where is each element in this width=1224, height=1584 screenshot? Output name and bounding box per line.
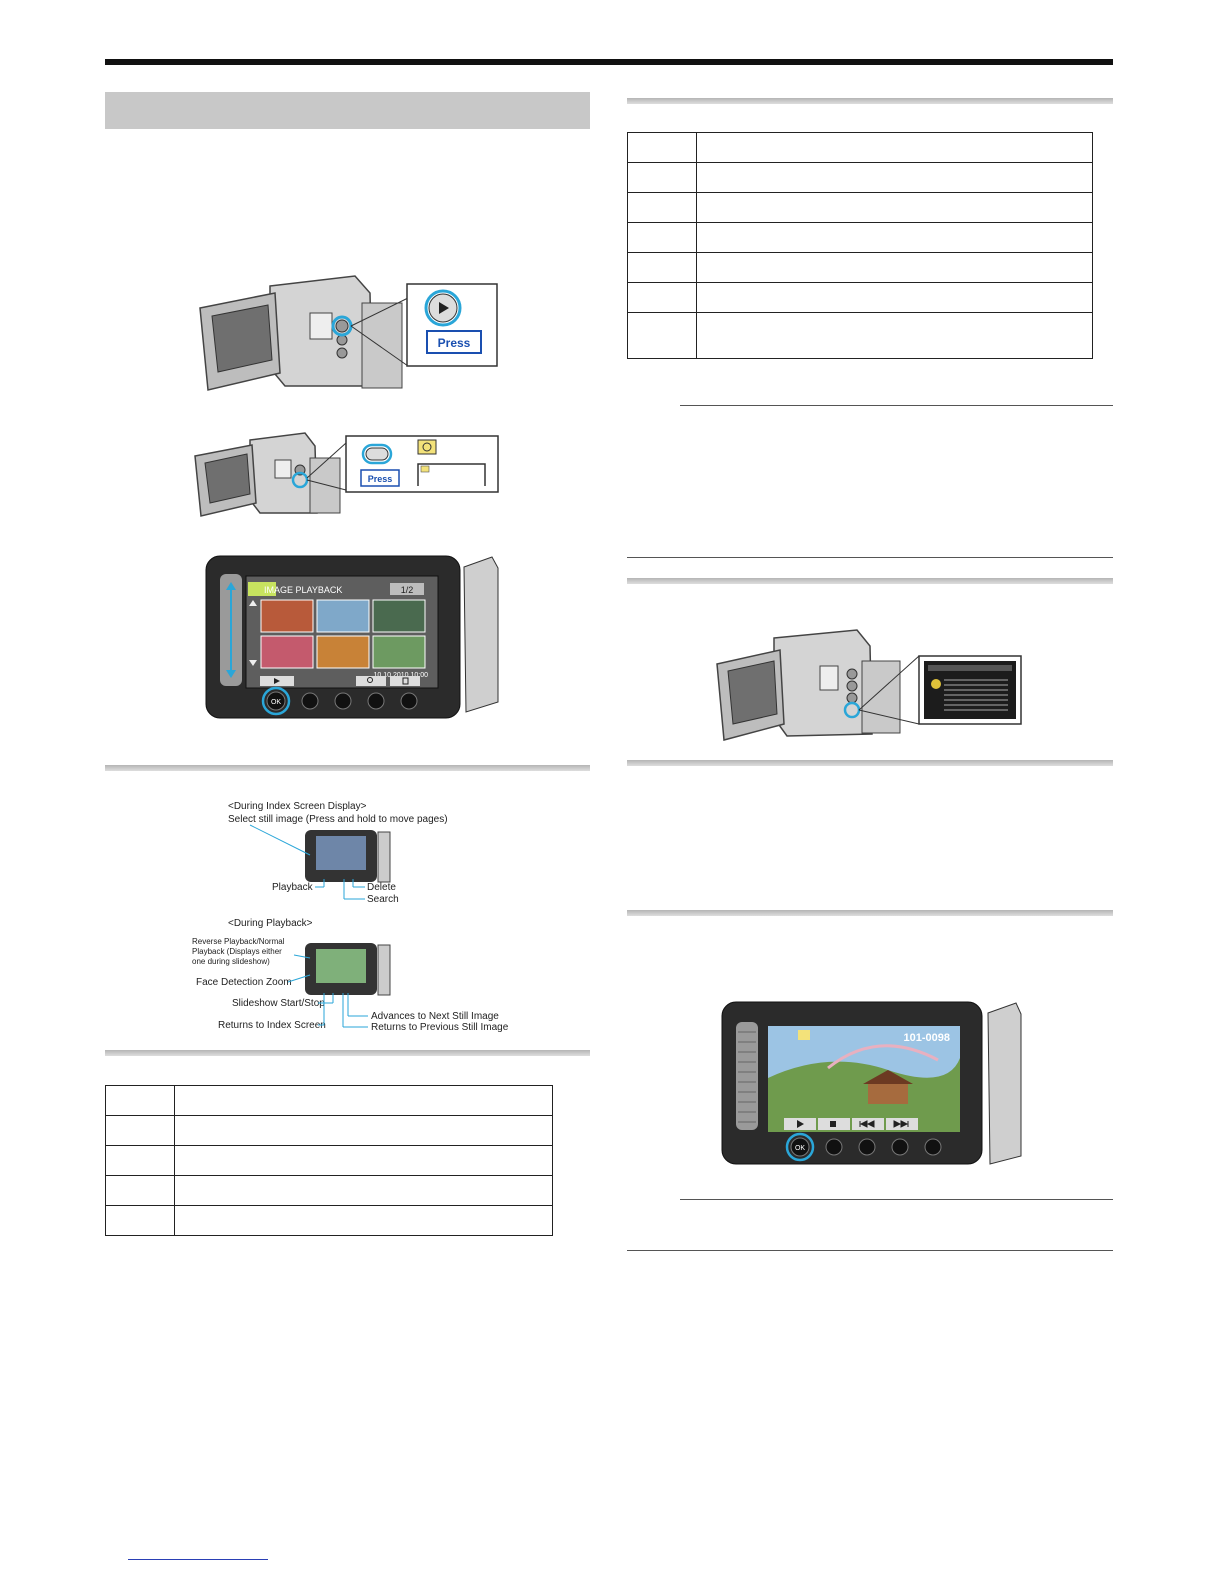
play-icon	[274, 678, 280, 684]
menu-button[interactable]	[400, 692, 418, 710]
operation-buttons-diagram: <During Index Screen Display> Select sti…	[192, 801, 509, 1033]
ok-button[interactable]	[266, 691, 286, 711]
thumbnail[interactable]	[372, 635, 426, 669]
landscape-photo	[768, 1026, 960, 1132]
label-playback: Playback	[272, 882, 314, 893]
thumbnail[interactable]	[260, 599, 314, 633]
label-reverse: Reverse Playback/Normal Playback (Displa…	[192, 937, 285, 966]
press-label: Press	[368, 474, 393, 484]
skip-back-icon	[859, 1120, 875, 1128]
table-row	[105, 1145, 553, 1176]
delete-button[interactable]	[390, 676, 420, 686]
table-row	[627, 282, 1093, 313]
still-image-mode-icon	[417, 439, 437, 455]
label-face-zoom: Face Detection Zoom	[196, 977, 292, 988]
section-rule	[627, 760, 1113, 766]
operation-button[interactable]	[825, 1138, 843, 1156]
camcorder-icon	[194, 432, 341, 517]
camcorder-playback-press-illustration: Press	[199, 275, 498, 391]
note-rule	[680, 1199, 1113, 1200]
thumbnail[interactable]	[260, 635, 314, 669]
playback-heading: <During Playback>	[228, 918, 313, 929]
page-down-icon[interactable]	[249, 660, 257, 666]
menu-button[interactable]	[924, 1138, 942, 1156]
mode-button-icon	[361, 443, 393, 465]
operation-button[interactable]	[891, 1138, 909, 1156]
table-row	[627, 132, 1093, 163]
thumbnail[interactable]	[316, 599, 370, 633]
label-slideshow: Slideshow Start/Stop	[232, 998, 325, 1009]
screen-title: IMAGE PLAYBACK	[264, 585, 342, 595]
label-delete: Delete	[367, 882, 396, 893]
index-heading: <During Index Screen Display>	[228, 801, 367, 812]
section-rule	[105, 1050, 590, 1056]
stop-icon	[830, 1121, 836, 1127]
section-rule	[627, 910, 1113, 916]
ok-label: OK	[795, 1145, 805, 1152]
table-row	[105, 1205, 553, 1236]
ok-button[interactable]	[790, 1137, 810, 1157]
camcorder-icon	[716, 629, 901, 741]
camera-body	[463, 556, 499, 713]
playback-button-icon	[424, 289, 462, 327]
note-rule	[627, 557, 1113, 558]
search-button[interactable]	[356, 676, 386, 686]
ok-label: OK	[271, 699, 281, 706]
note-rule	[680, 405, 1113, 406]
label-search: Search	[367, 894, 399, 905]
trash-icon	[402, 677, 409, 685]
table-row	[627, 162, 1093, 193]
operation-button[interactable]	[367, 692, 385, 710]
press-label: Press	[438, 336, 471, 350]
section-heading-box	[105, 92, 590, 129]
camcorder-info-screen-illustration	[716, 629, 1022, 741]
label-next: Advances to Next Still Image	[371, 1011, 499, 1022]
datetime: 10.10.2010 10:00	[374, 672, 429, 679]
lcd-index-screen-illustration: IMAGE PLAYBACK 1/2 10.10.2010 10:00 OK	[205, 555, 499, 719]
page-indicator: 1/2	[401, 585, 414, 595]
table-row	[627, 192, 1093, 223]
operation-button[interactable]	[858, 1138, 876, 1156]
skip-forward-icon	[893, 1120, 909, 1128]
camera-body	[987, 1002, 1022, 1165]
thumbnail[interactable]	[316, 635, 370, 669]
camcorder-icon	[199, 275, 403, 391]
right-table	[627, 132, 1093, 359]
section-rule	[105, 765, 590, 771]
operation-button[interactable]	[301, 692, 319, 710]
file-number: 101-0098	[904, 1032, 951, 1044]
table-row	[627, 312, 1093, 359]
section-rule	[627, 98, 1113, 104]
table-row	[627, 252, 1093, 283]
page-up-icon[interactable]	[249, 600, 257, 606]
touch-slider	[736, 1022, 758, 1130]
footer-link[interactable]	[128, 1559, 268, 1560]
camcorder-lcd-small-icon	[305, 830, 391, 883]
table-row	[105, 1175, 553, 1206]
lcd-playback-screen-illustration: 101-0098 OK	[721, 1001, 1022, 1165]
left-table	[105, 1085, 553, 1236]
table-row	[105, 1085, 553, 1116]
camcorder-lcd-small-icon	[305, 943, 391, 996]
still-camera-icon	[798, 1030, 810, 1040]
play-icon	[797, 1120, 804, 1128]
still-camera-icon	[248, 582, 276, 596]
top-rule	[105, 59, 1113, 65]
info-icon	[931, 679, 941, 689]
note-rule	[627, 1250, 1113, 1251]
search-icon	[367, 677, 373, 683]
label-previous: Returns to Previous Still Image	[371, 1022, 509, 1033]
thumbnail-grid	[260, 599, 426, 669]
label-returns-index: Returns to Index Screen	[218, 1020, 326, 1031]
thumbnail[interactable]	[372, 599, 426, 633]
camcorder-mode-press-illustration: Press	[194, 432, 499, 517]
table-row	[105, 1115, 553, 1146]
label-select: Select still image (Press and hold to mo…	[228, 814, 448, 825]
operation-button[interactable]	[334, 692, 352, 710]
section-rule	[627, 578, 1113, 584]
table-row	[627, 222, 1093, 253]
